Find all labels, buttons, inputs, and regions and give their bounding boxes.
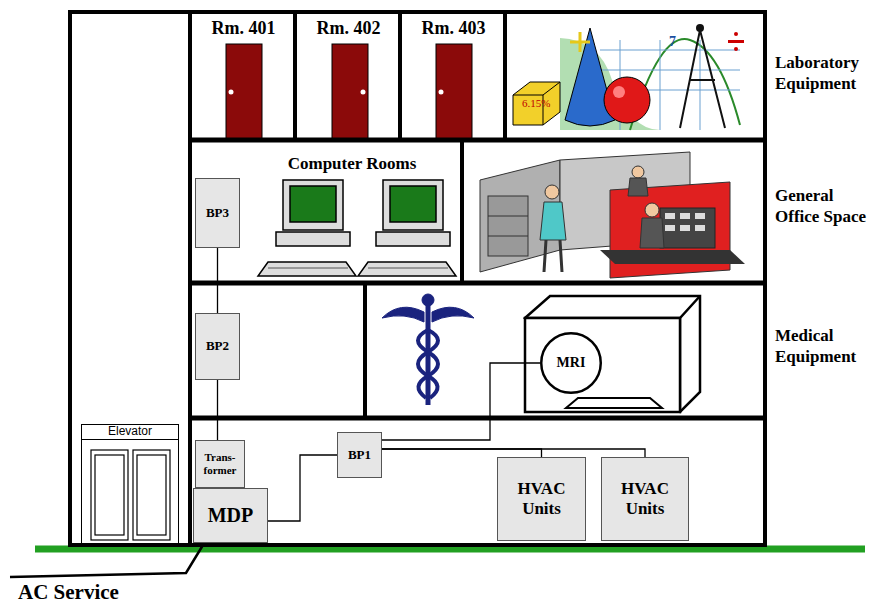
equipment-label: BP3: [206, 206, 229, 221]
power-wire: [268, 455, 337, 521]
room-number: Rm. 402: [317, 18, 381, 39]
power-wire: [217, 380, 218, 440]
panel-box: BP2: [195, 313, 240, 380]
power-wire: [217, 248, 218, 313]
mri-badge: MRI: [540, 332, 602, 394]
room-number: Rm. 403: [422, 18, 486, 39]
panel-box: BP1: [337, 432, 382, 478]
floor-label: Laboratory Equipment: [775, 52, 879, 94]
panel-box: HVAC Units: [601, 457, 689, 541]
equipment-label: Trans- former: [204, 451, 237, 476]
room: Rm. 403: [402, 14, 505, 42]
equipment-label: MRI: [557, 355, 586, 371]
panel-box: Trans- former: [195, 440, 245, 488]
service-label: AC Service: [18, 580, 198, 604]
floor-label: Medical Equipment: [775, 325, 879, 367]
room: Rm. 402: [297, 14, 400, 42]
floor-label: General Office Space: [775, 185, 879, 227]
room-number: Rm. 401: [212, 18, 276, 39]
equipment-label: MDP: [208, 504, 254, 527]
computer-room: Computer RoomsBP3: [192, 142, 462, 282]
power-wire: [382, 449, 542, 457]
clipart-text: 7: [669, 33, 689, 50]
equipment-label: Computer Rooms: [288, 154, 417, 174]
power-wire: [382, 449, 645, 457]
equipment-label: HVAC Units: [604, 479, 686, 518]
power-wire: [382, 363, 540, 440]
clipart-text: 6.15%: [522, 96, 582, 110]
panel-box: HVAC Units: [497, 457, 586, 541]
elevator: Elevator: [81, 424, 179, 545]
elevator-label: Elevator: [82, 425, 178, 440]
room: Rm. 401: [192, 14, 295, 42]
equipment-label: BP2: [206, 339, 229, 354]
equipment-label: BP1: [348, 448, 371, 463]
equipment-label: HVAC Units: [500, 479, 583, 518]
panel-box: BP3: [195, 178, 240, 248]
panel-box: MDP: [193, 488, 268, 543]
